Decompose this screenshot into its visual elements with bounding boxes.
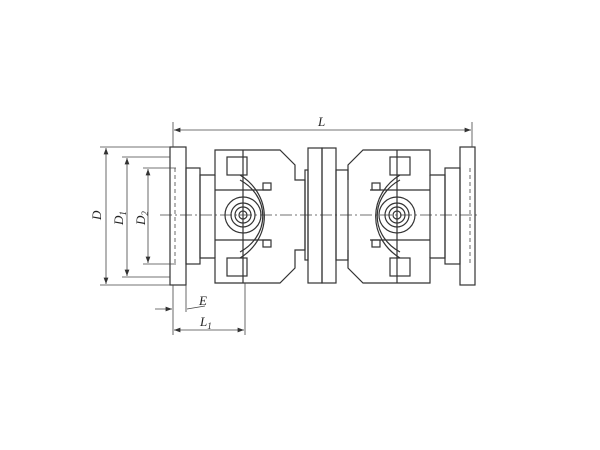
dimension-L1: L1 [174, 283, 246, 335]
middle-flange [304, 147, 349, 284]
dimension-E: E [155, 285, 207, 335]
right-flange [444, 146, 476, 286]
dimension-L: L [172, 114, 473, 147]
label-D2: D2 [133, 211, 150, 226]
label-E: E [198, 293, 207, 308]
label-L: L [317, 114, 325, 129]
label-D1: D1 [111, 211, 128, 226]
dimension-D: D [89, 146, 170, 286]
label-L1: L1 [199, 314, 212, 331]
dimension-D2: D2 [133, 167, 176, 265]
right-universal-joint [347, 149, 446, 284]
label-D: D [89, 210, 104, 221]
dimension-D1: D1 [111, 156, 170, 278]
left-universal-joint [199, 149, 306, 284]
